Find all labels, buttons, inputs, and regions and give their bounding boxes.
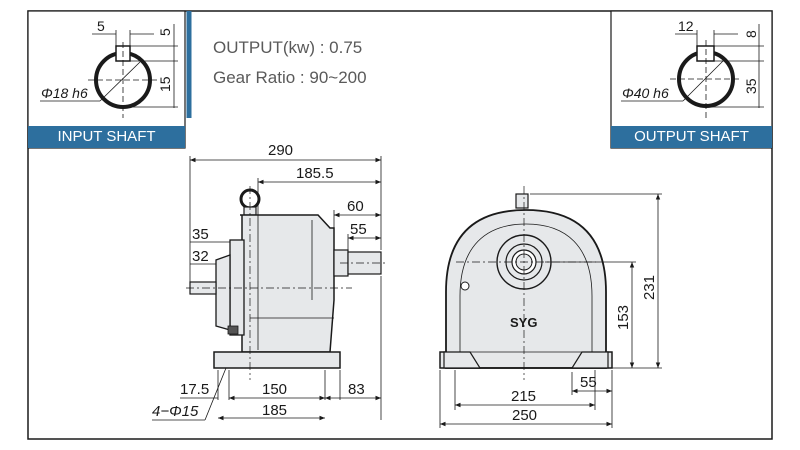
dim-shaft-55: 55: [350, 221, 367, 238]
spec-gear-ratio: Gear Ratio : 90~200: [213, 68, 367, 87]
input-shaft-label: INPUT SHAFT: [28, 126, 185, 148]
dim-input-32: 32: [192, 248, 209, 265]
dim-base-150: 150: [262, 381, 287, 398]
dim-base-185: 185: [262, 402, 287, 419]
output-shaft-label: OUTPUT SHAFT: [611, 126, 772, 148]
output-keyway-width: 12: [678, 18, 694, 34]
dim-width-215: 215: [511, 388, 536, 405]
brand-logo: SYG: [510, 315, 537, 330]
front-view: [439, 193, 613, 369]
dim-width-55: 55: [580, 374, 597, 391]
dim-holes: 4−Φ15: [152, 403, 199, 420]
spec-output: OUTPUT(kw) : 0.75: [213, 38, 363, 57]
input-keyway-width: 5: [97, 18, 105, 34]
dim-offset-17-5: 17.5: [180, 381, 209, 398]
dim-width-250: 250: [512, 407, 537, 424]
output-keyway-depth: 8: [743, 30, 759, 38]
dim-input-35: 35: [192, 226, 209, 243]
side-dimensions: [152, 156, 382, 421]
dim-height-231: 231: [641, 275, 658, 300]
input-diameter: Φ18 h6: [41, 85, 88, 101]
dim-to-flange: 185.5: [296, 165, 334, 182]
front-dimensions: [439, 193, 662, 428]
output-diameter: Φ40 h6: [622, 85, 669, 101]
input-keyway-depth: 5: [157, 28, 173, 36]
side-view: [189, 188, 382, 369]
side-base: [213, 351, 341, 369]
output-height: 35: [743, 78, 759, 94]
side-housing: [240, 214, 335, 353]
input-shaft-panel: [27, 10, 192, 149]
input-height: 15: [157, 76, 173, 92]
output-shaft-panel: [610, 10, 773, 149]
dim-shaft-60: 60: [347, 198, 364, 215]
dim-base-83: 83: [348, 381, 365, 398]
dim-overall-length: 290: [268, 142, 293, 159]
dim-height-153: 153: [615, 305, 632, 330]
outer-frame: [27, 10, 773, 440]
